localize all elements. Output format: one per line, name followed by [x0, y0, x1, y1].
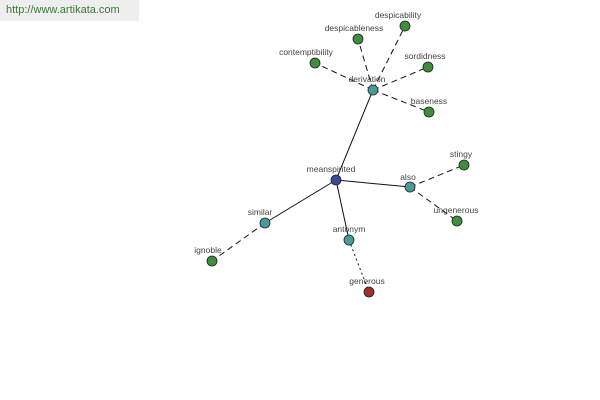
node-label-similar[interactable]: similar	[248, 207, 273, 217]
edge-also-stingy	[409, 164, 465, 188]
edges-layer	[211, 25, 465, 293]
node-label-derivation[interactable]: derivation	[349, 74, 386, 84]
edge-derivation-despicability	[372, 25, 406, 91]
node-generous[interactable]	[363, 286, 375, 298]
edge-meanspirited-antonym	[335, 179, 350, 241]
node-label-sordidness[interactable]: sordidness	[404, 51, 445, 61]
node-label-despicableness[interactable]: despicableness	[325, 23, 384, 33]
node-despicableness[interactable]	[352, 33, 364, 45]
node-label-ignoble[interactable]: ignoble	[194, 245, 222, 255]
node-stingy[interactable]	[458, 159, 470, 171]
node-contemptibility[interactable]	[309, 57, 321, 69]
node-label-ungenerous[interactable]: ungenerous	[434, 205, 479, 215]
watermark-banner: http://www.artikata.com	[0, 0, 139, 21]
node-ungenerous[interactable]	[451, 215, 463, 227]
node-label-meanspirited[interactable]: meanspirited	[307, 164, 356, 174]
node-also[interactable]	[404, 181, 416, 193]
node-antonym[interactable]	[343, 234, 355, 246]
edge-similar-ignoble	[211, 222, 266, 262]
node-label-antonym[interactable]: antonym	[333, 224, 366, 234]
labels-layer: meanspirited derivation also similar antonym…	[194, 10, 478, 286]
edge-antonym-generous	[348, 239, 370, 293]
node-despicability[interactable]	[399, 20, 411, 32]
watermark-text[interactable]: http://www.artikata.com	[6, 4, 120, 16]
node-derivation[interactable]	[367, 84, 379, 96]
node-label-generous[interactable]: generous	[349, 276, 384, 286]
edge-derivation-contemptibility	[314, 62, 374, 91]
node-ignoble[interactable]	[206, 255, 218, 267]
node-label-also[interactable]: also	[400, 172, 416, 182]
edge-meanspirited-derivation	[335, 89, 374, 181]
edge-meanspirited-also	[335, 179, 411, 188]
node-label-stingy[interactable]: stingy	[450, 149, 473, 159]
edge-also-ungenerous	[409, 186, 458, 222]
node-label-baseness[interactable]: baseness	[411, 96, 447, 106]
node-baseness[interactable]	[423, 106, 435, 118]
node-label-despicability[interactable]: despicability	[375, 10, 422, 20]
node-label-contemptibility[interactable]: contemptibility	[279, 47, 334, 57]
edge-meanspirited-similar	[264, 179, 337, 224]
node-similar[interactable]	[259, 217, 271, 229]
node-sordidness[interactable]	[422, 61, 434, 73]
edge-derivation-despicableness	[357, 38, 374, 91]
node-meanspirited[interactable]	[330, 174, 342, 186]
edge-derivation-baseness	[372, 89, 430, 113]
nodes-layer	[206, 20, 470, 298]
